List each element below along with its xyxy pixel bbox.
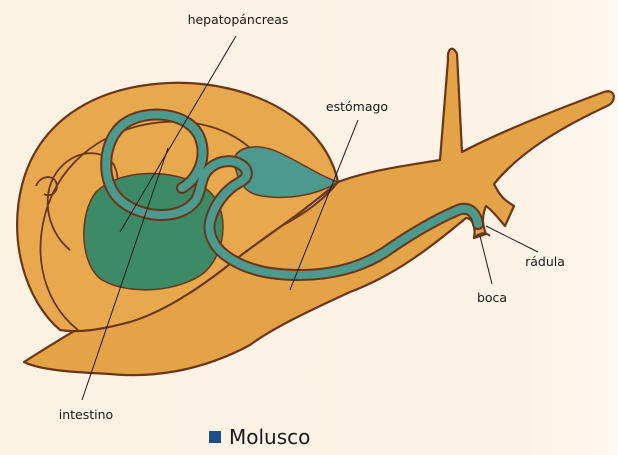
caption-text: Molusco [229,425,310,449]
label-estomago: estómago [326,99,388,114]
figure-caption: Molusco [209,425,310,449]
label-hepatopancreas: hepatopáncreas [188,12,289,27]
leader-boca [480,236,492,284]
label-radula: rádula [525,254,565,269]
caption-marker [209,431,221,443]
label-boca: boca [477,290,507,305]
label-intestino: intestino [59,407,113,422]
leader-radula [486,226,538,252]
